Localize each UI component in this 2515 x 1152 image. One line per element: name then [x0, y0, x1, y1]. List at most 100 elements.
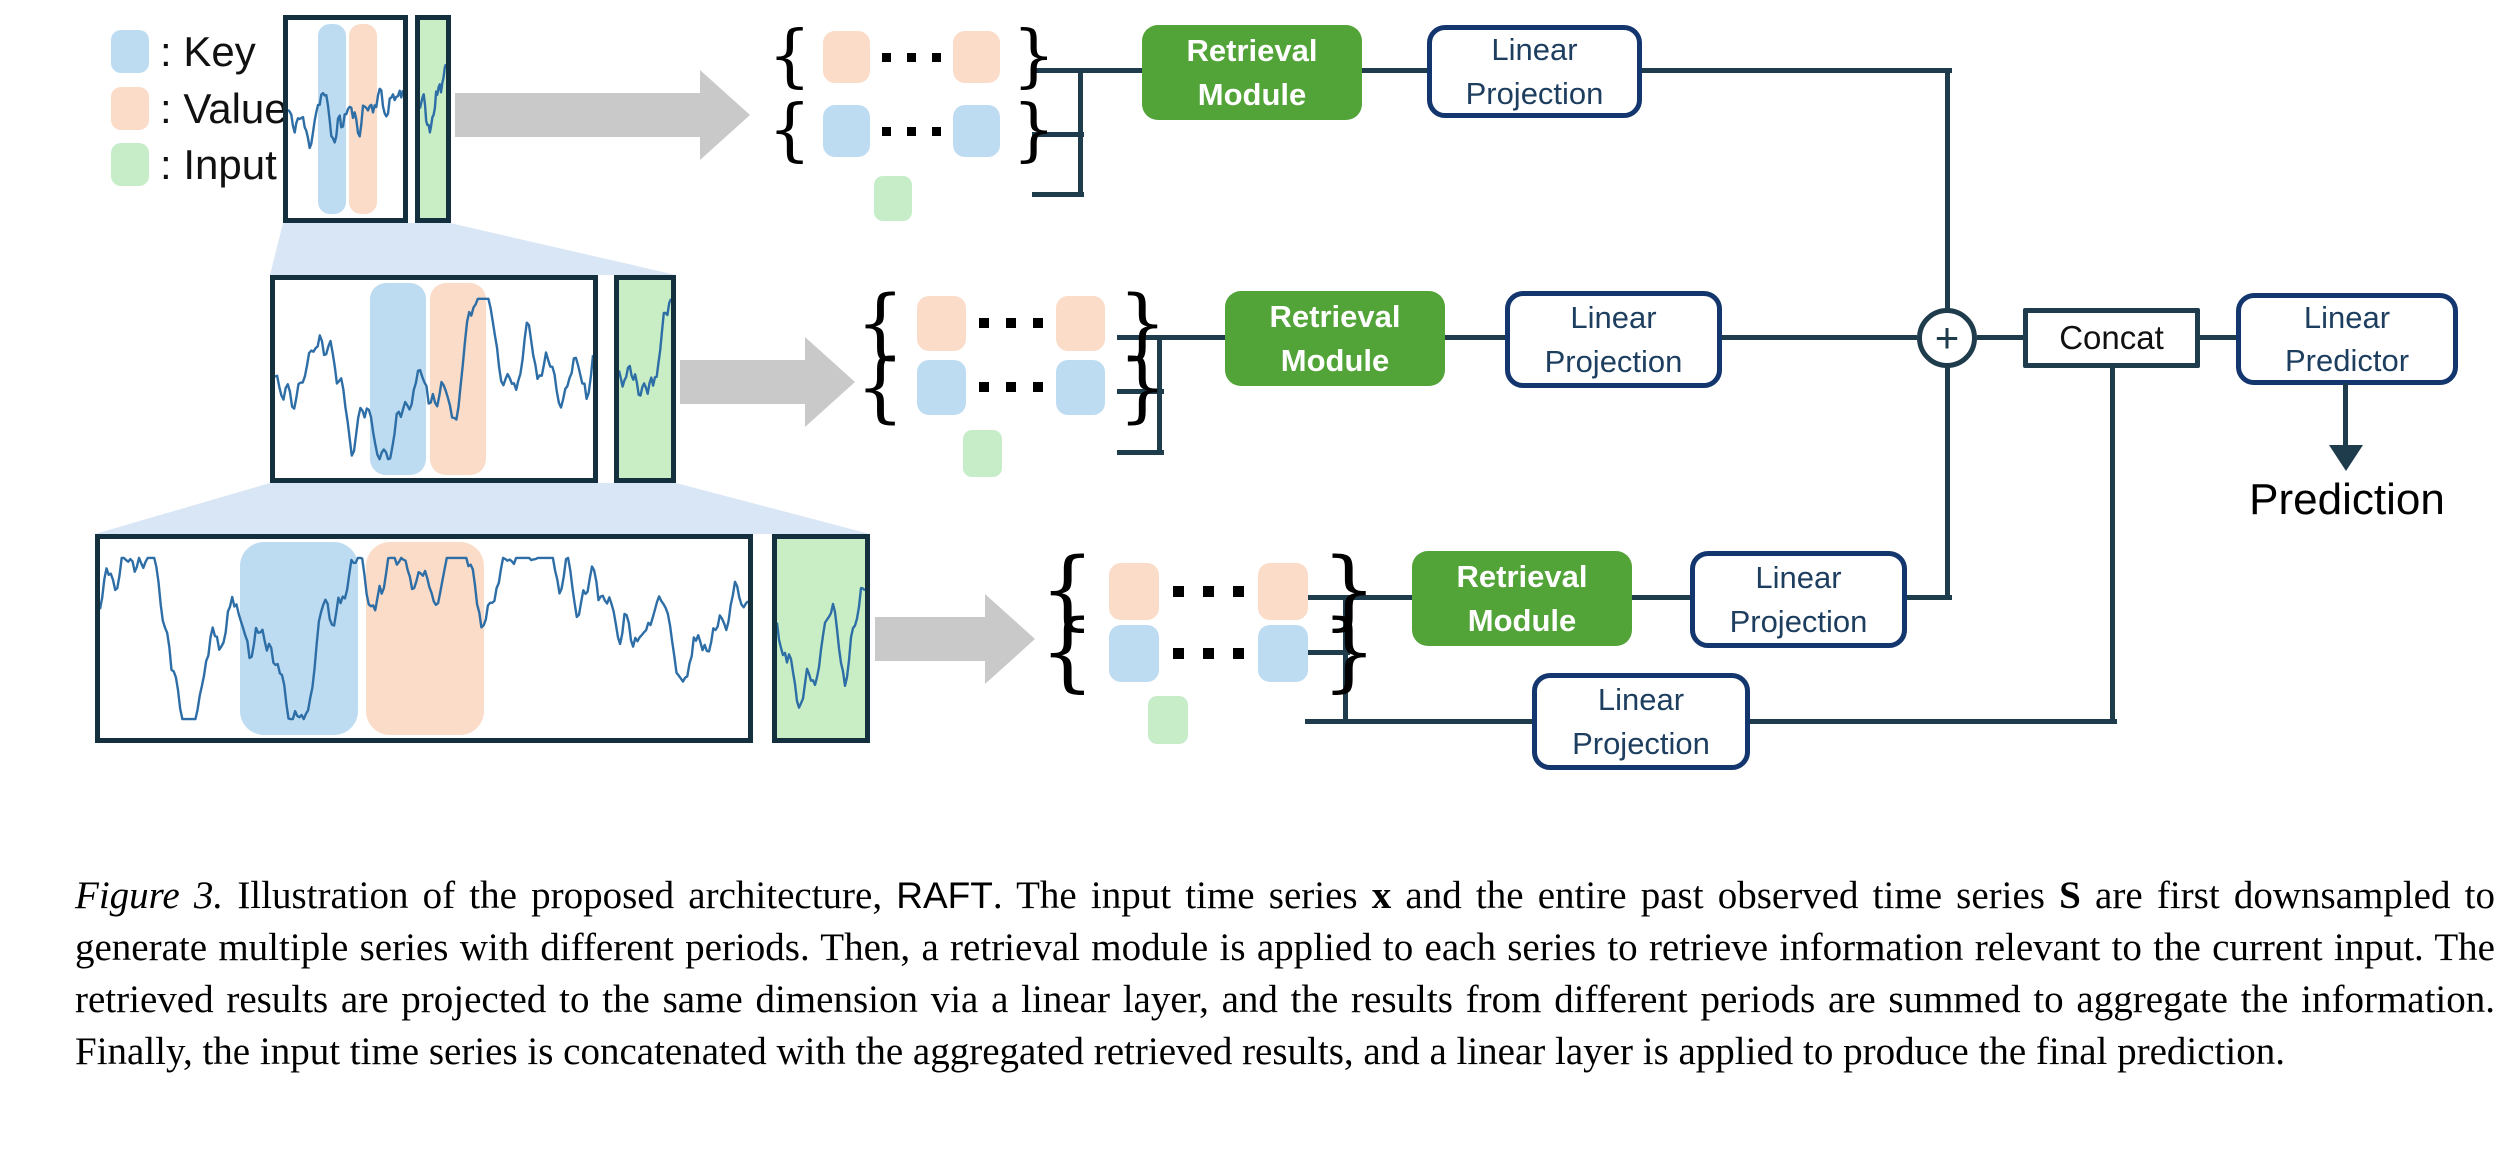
key-set: { } — [856, 341, 1167, 431]
ellipsis-dots — [882, 52, 942, 62]
key-token — [1056, 359, 1106, 415]
ellipsis-dots — [1172, 585, 1244, 597]
brace-close: } — [1321, 540, 1377, 641]
time-series-line — [420, 63, 446, 134]
method-name: RAFT — [896, 875, 993, 916]
brace-close: } — [1118, 277, 1167, 367]
connector-line — [1032, 68, 1142, 73]
input-token — [874, 176, 912, 221]
arrow-right-icon — [985, 594, 1035, 684]
connector-line — [1907, 595, 1952, 600]
connector-line — [1642, 68, 1952, 73]
legend-label-key: : Key — [160, 28, 256, 75]
legend-label-input: : Input — [160, 141, 277, 188]
retrieval-module-box: Retrieval Module — [1412, 551, 1632, 646]
concat-box: Concat — [2023, 308, 2200, 368]
arrow-right-icon — [680, 360, 805, 404]
value-set: { } — [1040, 540, 1377, 641]
time-series-plot-medium — [270, 275, 598, 483]
connector-line — [1722, 335, 1917, 340]
retrieval-module-box: Retrieval Module — [1142, 25, 1362, 120]
value-highlight — [349, 24, 377, 214]
value-token — [1108, 562, 1159, 620]
arrow-down-icon — [2343, 383, 2348, 445]
math-symbol-x: x — [1371, 874, 1392, 917]
key-swatch — [111, 30, 149, 73]
brace-open: { — [768, 17, 812, 97]
input-window — [614, 275, 676, 483]
key-token — [823, 105, 871, 157]
key-token — [953, 105, 1001, 157]
arrow-right-icon — [805, 337, 855, 427]
connector-line — [1032, 132, 1084, 137]
connector-line — [1945, 68, 1950, 311]
sum-node: + — [1917, 308, 1977, 368]
ellipsis-dots — [882, 126, 942, 136]
brace-open: { — [1040, 540, 1095, 641]
time-series-line — [100, 556, 748, 721]
connector-line — [1362, 68, 1427, 73]
connector-line — [1078, 68, 1083, 197]
value-swatch — [111, 87, 149, 130]
key-set: { } — [1040, 602, 1377, 703]
value-highlight — [430, 283, 486, 475]
value-token — [823, 31, 871, 83]
zoom-trapezoid-1 — [270, 223, 676, 275]
prediction-label: Prediction — [2249, 475, 2445, 524]
key-token — [1108, 624, 1159, 682]
brace-close: } — [1012, 17, 1056, 97]
arrow-right-icon — [455, 93, 700, 137]
connector-line — [1032, 192, 1084, 197]
time-series-line — [619, 298, 671, 397]
linear-projection-box: Linear Projection — [1690, 551, 1907, 648]
connector-line — [1632, 595, 1690, 600]
ellipsis-dots — [979, 318, 1044, 328]
time-series-plot-large — [95, 534, 753, 743]
time-series-plot-small — [283, 15, 408, 223]
arrow-down-icon — [2329, 445, 2363, 471]
connector-line — [1977, 335, 2023, 340]
value-token — [1056, 295, 1106, 351]
legend-label-value: : Value — [160, 85, 288, 132]
brace-open: { — [856, 277, 905, 367]
retrieval-module-box: Retrieval Module — [1225, 291, 1445, 386]
key-token — [917, 359, 967, 415]
connector-line — [1305, 595, 1412, 600]
caption-text: Illustration of the proposed architectur… — [223, 874, 897, 917]
linear-projection-box: Linear Projection — [1427, 25, 1642, 118]
connector-line — [1945, 363, 1950, 600]
brace-open: { — [768, 91, 812, 171]
connector-line — [1117, 389, 1164, 394]
brace-close: } — [1118, 341, 1167, 431]
linear-projection-box: Linear Projection — [1505, 291, 1722, 388]
connector-line — [2110, 365, 2115, 724]
time-series-line — [275, 297, 593, 461]
value-set: { } — [768, 22, 1056, 92]
value-token — [953, 31, 1001, 83]
brace-close: } — [1321, 602, 1377, 703]
brace-open: { — [1040, 602, 1095, 703]
zoom-trapezoid-2 — [95, 483, 870, 534]
arrow-right-icon — [700, 70, 750, 160]
caption-text: and the entire past observed time series — [1391, 874, 2060, 917]
input-window — [772, 534, 870, 743]
caption-text: are first downsampled to generate multip… — [75, 874, 2495, 1073]
value-token — [917, 295, 967, 351]
ellipsis-dots — [979, 382, 1044, 392]
connector-line — [1117, 335, 1225, 340]
brace-open: { — [856, 341, 905, 431]
connector-line — [1157, 335, 1162, 455]
input-token — [963, 430, 1002, 477]
figure-number: Figure 3. — [75, 874, 224, 917]
figure-caption: Figure 3. Illustration of the proposed a… — [75, 870, 2495, 1078]
brace-close: } — [1012, 91, 1056, 171]
linear-predictor-box: Linear Predictor — [2236, 293, 2458, 385]
caption-text: . The input time series — [992, 874, 1372, 917]
time-series-line — [777, 586, 865, 709]
connector-line — [1445, 335, 1505, 340]
value-set: { } — [856, 277, 1167, 367]
connector-line — [1343, 595, 1348, 724]
linear-projection-box: Linear Projection — [1532, 673, 1750, 770]
arrow-right-icon — [875, 617, 985, 661]
